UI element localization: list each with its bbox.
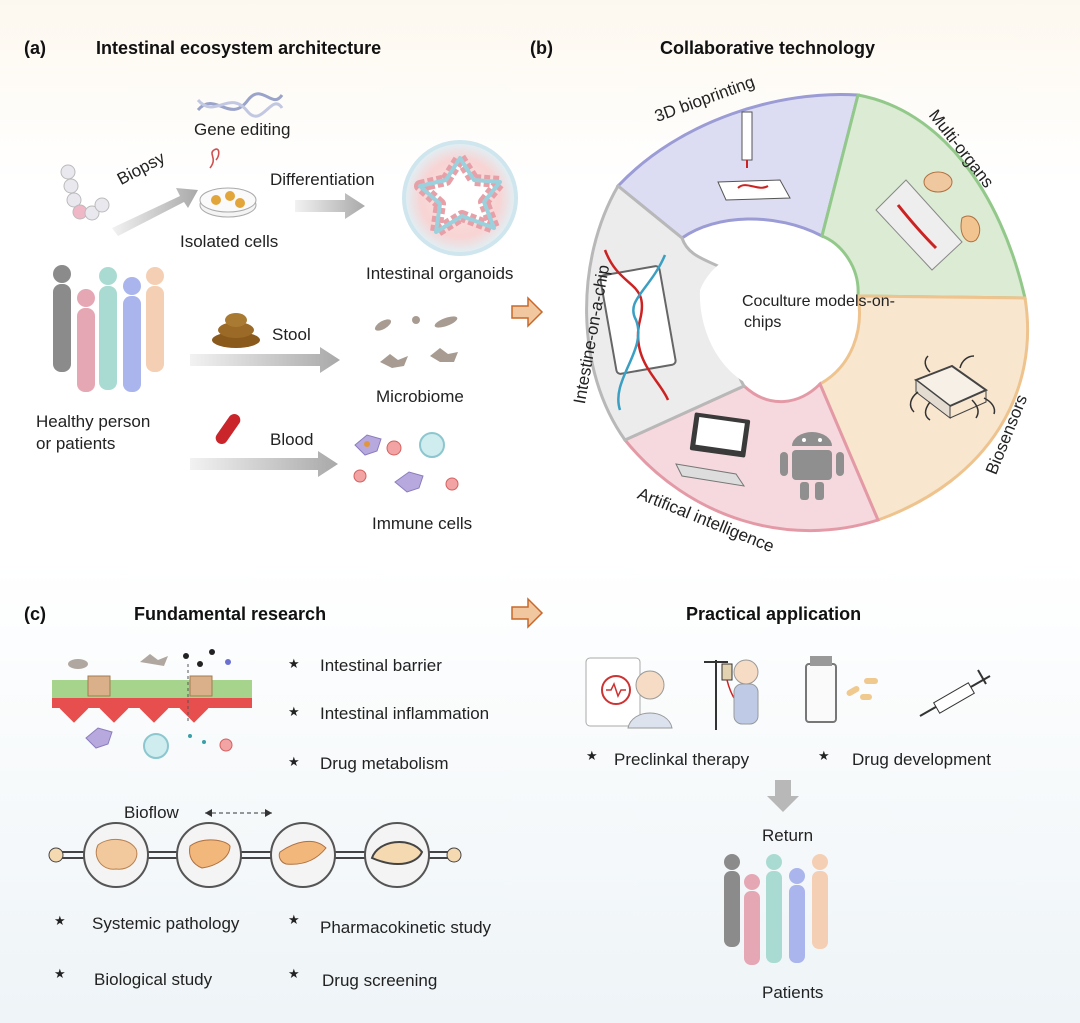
doctor-icon [585,657,673,729]
barrier-label: Intestinal barrier [320,656,442,675]
panel-c-title: Fundamental research [134,604,327,624]
inflammation-label: Intestinal inflammation [320,704,490,723]
gene-editing-label: Gene editing [194,120,291,139]
computer-icon [675,412,751,487]
systemic-label: Systemic pathology [92,914,240,933]
biosensors-segment [818,294,1030,522]
medicine-bottle-icon [805,656,878,723]
practical-title: Practical application [686,604,862,624]
panel-c-letter: (c) [24,604,46,624]
differentiation-arrow [295,193,365,219]
ai-segment [622,381,881,532]
wheel-hub [699,245,848,392]
metabolism-label: Drug metabolism [320,754,449,773]
immune-cells-icon [353,432,459,493]
biological-label: Biological study [94,970,213,989]
star-icon: ★ [288,912,300,927]
stool-icon [212,313,260,348]
microbiome-label: Microbiome [376,387,464,406]
star-icon: ★ [54,966,66,981]
panel-b-letter: (b) [530,38,553,58]
star-icon: ★ [288,704,300,719]
multi-organs-segment [820,93,1027,300]
differentiation-label: Differentiation [270,170,375,189]
panel-link-arrow-top [511,296,544,328]
return-label: Return [762,826,814,845]
center-label-line1: Coculture models-on- [742,293,895,310]
colon-segment-icon [60,164,110,221]
panel-link-arrow-bottom [511,597,544,629]
bioflow-label: Bioflow [124,803,179,822]
isolated-cells-label: Isolated cells [180,232,279,251]
robot-icon [780,432,844,500]
microfluidic-chip-icon [599,249,677,411]
blood-tube-icon [215,413,241,445]
biosensor-chip-icon [909,355,996,421]
blood-arrow [190,451,338,477]
stool-label: Stool [272,325,311,344]
immune-cells-label: Immune cells [372,514,473,533]
bioprinter-icon [717,111,791,201]
technology-wheel [585,92,1030,532]
screening-label: Drug screening [322,971,438,990]
star-icon: ★ [288,966,300,981]
syringe-icon [919,669,991,717]
biopsy-arrow [112,188,198,236]
return-arrow [767,780,799,812]
blood-label: Blood [270,430,314,449]
stool-arrow [190,347,340,373]
star-icon: ★ [288,656,300,671]
panel-a-letter: (a) [24,38,46,58]
panel-a-title: Intestinal ecosystem architecture [96,38,382,58]
star-icon: ★ [818,748,830,763]
pharmacokinetic-label: Pharmacokinetic study [320,918,492,937]
people-silhouettes [53,265,164,392]
center-label-line2: chips [744,314,782,331]
patients-silhouettes [724,854,828,965]
star-icon: ★ [54,913,66,928]
patients-label: Patients [762,983,824,1002]
star-icon: ★ [288,754,300,769]
iv-patient-icon [704,659,759,730]
preclinical-label: Preclinkal therapy [614,750,750,769]
petri-dish-icon [199,148,257,218]
drug-dev-label: Drug development [852,750,991,769]
intestinal-organoids-label: Intestinal organoids [366,264,514,283]
organoid-icon [402,140,518,256]
healthy-label-line1: Healthy person [36,412,151,431]
microbiome-icon [374,316,458,368]
multi-organ-chip-icon [875,171,981,271]
healthy-label-line2: or patients [36,434,116,453]
dna-helix-icon [196,92,284,118]
intestinal-barrier-icon [52,649,252,759]
bioflow-chain [48,809,462,888]
panel-b-title: Collaborative technology [660,38,876,58]
star-icon: ★ [586,748,598,763]
